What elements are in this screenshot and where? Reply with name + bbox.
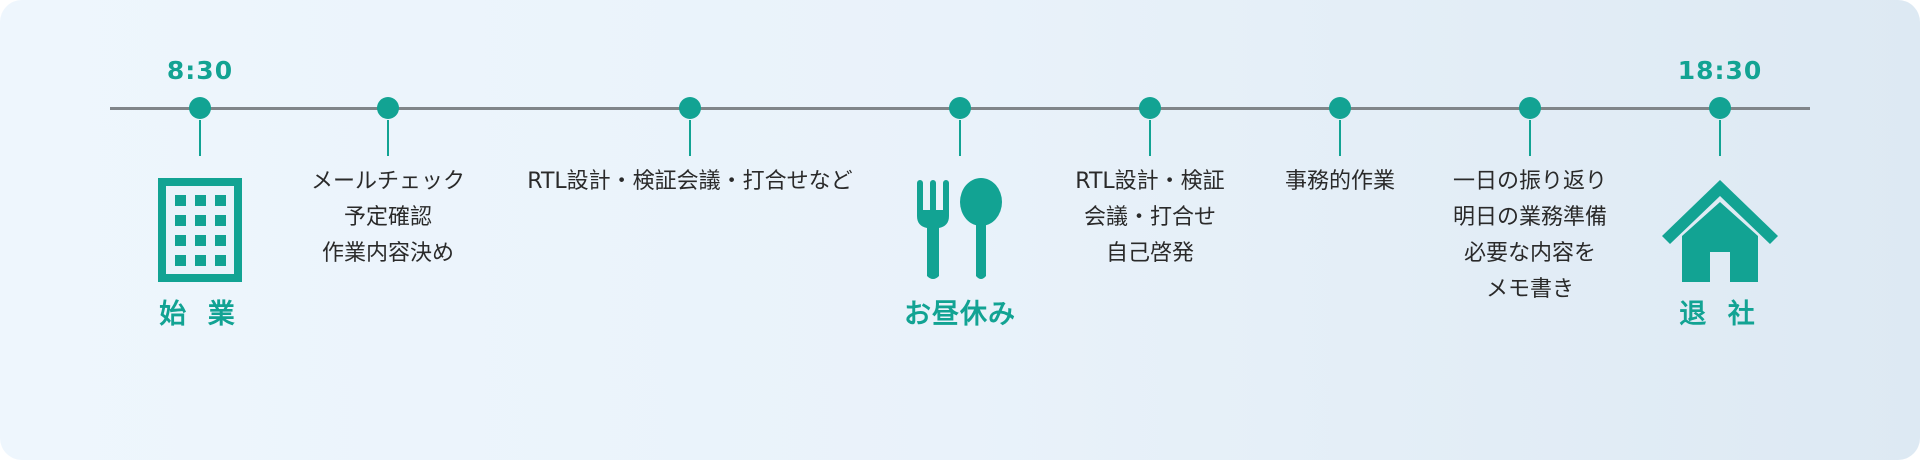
house-icon: [1660, 176, 1780, 284]
timeline-dot: [679, 97, 701, 119]
activity-description: 一日の振り返り 明日の業務準備 必要な内容を メモ書き: [1330, 164, 1730, 308]
activity-description: RTL設計・検証 会議・打合せ 自己啓発: [950, 164, 1350, 272]
timeline-tick: [959, 120, 961, 156]
activity-line: 一日の振り返り: [1452, 169, 1607, 194]
timeline-dot: [189, 97, 211, 119]
activity-line: 必要な内容を: [1463, 241, 1596, 266]
timeline-tick: [1719, 120, 1721, 156]
activity-line: メールチェック: [310, 169, 465, 194]
timeline-dot: [1329, 97, 1351, 119]
timeline-tick: [199, 120, 201, 156]
timeline-dot: [1139, 97, 1161, 119]
timeline-dot: [377, 97, 399, 119]
timeline-dot: [949, 97, 971, 119]
timeline-tick: [689, 120, 691, 156]
lunch-break-label: お昼休み: [904, 299, 1016, 330]
end-time-label: 18:30: [1677, 56, 1763, 85]
activity-line: 事務的作業: [1284, 169, 1395, 194]
start-time-label: 8:30: [166, 56, 234, 85]
activity-line: 自己啓発: [1105, 241, 1194, 266]
timeline-dot: [1519, 97, 1541, 119]
start-work-label: 始 業: [159, 299, 241, 330]
activity-line: 予定確認: [343, 205, 432, 230]
activity-line: 明日の業務準備: [1452, 205, 1607, 230]
activity-line: メモ書き: [1485, 277, 1574, 302]
activity-line: RTL設計・検証会議・打合せなど: [527, 169, 853, 194]
office-building-icon: [140, 178, 260, 286]
activity-description: 事務的作業: [1140, 164, 1540, 200]
timeline-tick: [1529, 120, 1531, 156]
timeline-tick: [1149, 120, 1151, 156]
activity-line: 作業内容決め: [321, 241, 454, 266]
fork-spoon-icon: [900, 178, 1020, 286]
timeline-tick: [387, 120, 389, 156]
activity-description: RTL設計・検証会議・打合せなど: [490, 164, 890, 200]
timeline-dot: [1709, 97, 1731, 119]
leave-work-label: 退 社: [1679, 299, 1761, 330]
activity-line: RTL設計・検証: [1075, 169, 1225, 194]
timeline-tick: [1339, 120, 1341, 156]
activity-description: メールチェック 予定確認 作業内容決め: [188, 164, 588, 272]
activity-line: 会議・打合せ: [1083, 205, 1216, 230]
